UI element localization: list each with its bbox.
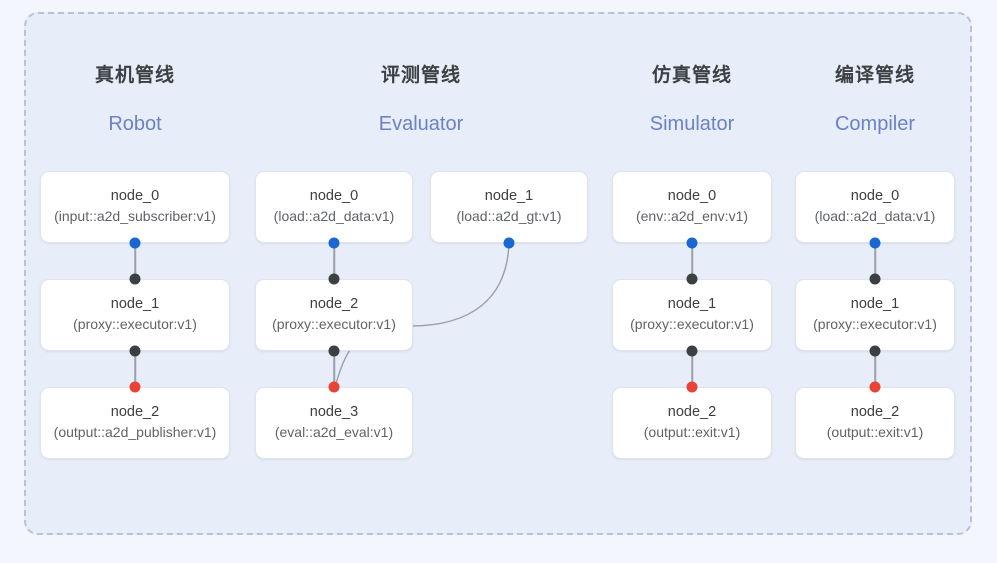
node-name: node_0 [309,188,359,204]
port-out-compiler-1[interactable] [869,345,881,357]
node-name: node_2 [850,404,900,420]
port-out-compiler-0[interactable] [869,237,881,249]
port-out-evaluator-0[interactable] [328,237,340,249]
edge-compiler-1-2 [874,350,876,387]
node-evaluator-3[interactable]: node_3 (eval::a2d_eval:v1) [255,387,413,459]
port-out-robot-0[interactable] [129,237,141,249]
node-evaluator-gt[interactable]: node_1 (load::a2d_gt:v1) [430,171,588,243]
edge-robot-1-2 [134,350,136,387]
node-name: node_1 [667,296,717,312]
node-compiler-0[interactable]: node_0 (load::a2d_data:v1) [795,171,955,243]
node-name: node_1 [850,296,900,312]
node-simulator-2[interactable]: node_2 (output::exit:v1) [612,387,772,459]
port-out-robot-1[interactable] [129,345,141,357]
node-name: node_0 [667,188,717,204]
node-name: node_0 [850,188,900,204]
node-compiler-2[interactable]: node_2 (output::exit:v1) [795,387,955,459]
edge-robot-0-1 [134,242,136,279]
node-type: (load::a2d_data:v1) [814,208,936,224]
node-type: (load::a2d_gt:v1) [456,208,562,224]
node-simulator-0[interactable]: node_0 (env::a2d_env:v1) [612,171,772,243]
node-type: (proxy::executor:v1) [813,316,937,332]
port-in-simulator-2[interactable] [686,381,698,393]
node-robot-2[interactable]: node_2 (output::a2d_publisher:v1) [40,387,230,459]
node-type: (load::a2d_data:v1) [273,208,395,224]
node-name: node_1 [110,296,160,312]
port-in-robot-1[interactable] [129,273,141,285]
port-out-evaluator-gt[interactable] [503,237,515,249]
port-in-evaluator-2[interactable] [328,273,340,285]
node-simulator-1[interactable]: node_1 (proxy::executor:v1) [612,279,772,351]
node-name: node_3 [309,404,359,420]
node-robot-0[interactable]: node_0 (input::a2d_subscriber:v1) [40,171,230,243]
edge-evaluator-2-3 [333,350,335,387]
node-compiler-1[interactable]: node_1 (proxy::executor:v1) [795,279,955,351]
node-type: (output::exit:v1) [826,424,924,440]
port-out-simulator-1[interactable] [686,345,698,357]
edge-simulator-1-2 [691,350,693,387]
port-in-compiler-1[interactable] [869,273,881,285]
node-name: node_1 [484,188,534,204]
node-name: node_0 [110,188,160,204]
edge-simulator-0-1 [691,242,693,279]
node-evaluator-2[interactable]: node_2 (proxy::executor:v1) [255,279,413,351]
edge-compiler-0-1 [874,242,876,279]
port-in-evaluator-3[interactable] [328,381,340,393]
edge-evaluator-0-2 [333,242,335,279]
port-in-robot-2[interactable] [129,381,141,393]
node-robot-1[interactable]: node_1 (proxy::executor:v1) [40,279,230,351]
node-name: node_2 [667,404,717,420]
port-in-compiler-2[interactable] [869,381,881,393]
port-out-evaluator-2[interactable] [328,345,340,357]
node-type: (proxy::executor:v1) [630,316,754,332]
node-type: (output::a2d_publisher:v1) [53,424,217,440]
node-type: (output::exit:v1) [643,424,741,440]
node-name: node_2 [110,404,160,420]
node-evaluator-0[interactable]: node_0 (load::a2d_data:v1) [255,171,413,243]
node-type: (proxy::executor:v1) [73,316,197,332]
node-name: node_2 [309,296,359,312]
node-type: (env::a2d_env:v1) [635,208,749,224]
node-type: (proxy::executor:v1) [272,316,396,332]
node-type: (eval::a2d_eval:v1) [274,424,394,440]
node-type: (input::a2d_subscriber:v1) [54,208,216,224]
port-in-simulator-1[interactable] [686,273,698,285]
port-out-simulator-0[interactable] [686,237,698,249]
